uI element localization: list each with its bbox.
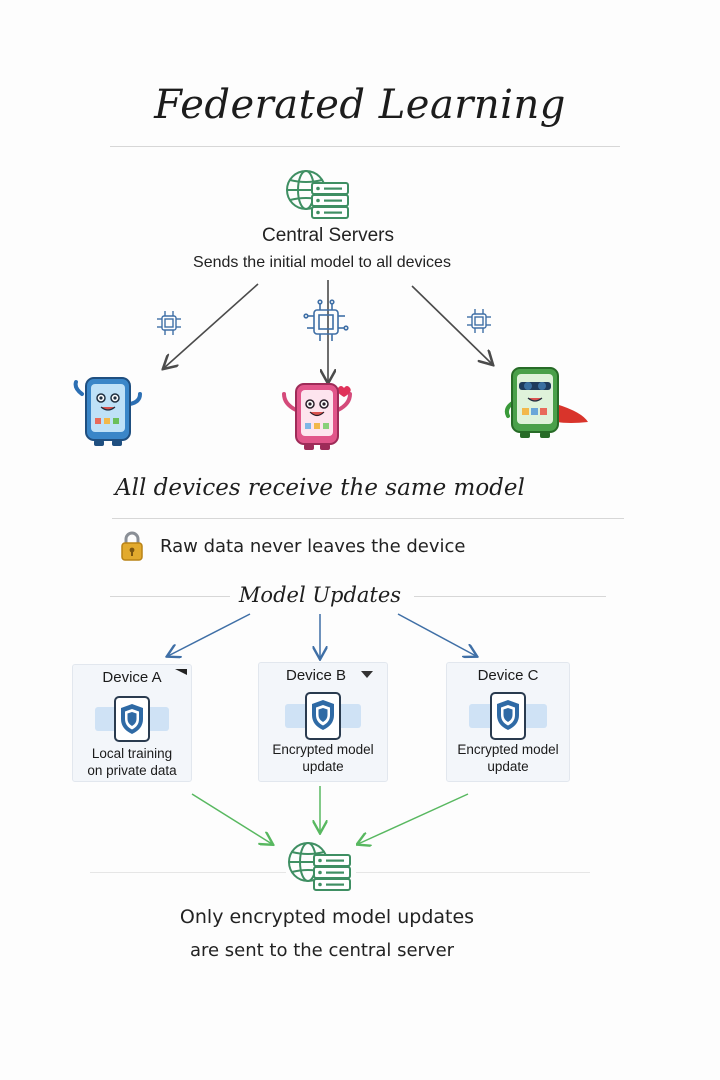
device-description-line2: update: [302, 759, 344, 774]
shield-device-icon: [469, 692, 547, 740]
device-description-line1: Encrypted model: [272, 742, 374, 757]
green-phone-superhero-mascot-icon: [504, 367, 588, 438]
device-card-a: Device A Local training on private data: [72, 664, 192, 782]
central-server-subtitle: Sends the initial model to all devices: [193, 254, 451, 271]
arrow-from-device-c: [358, 793, 469, 844]
model-update-arrows: [0, 613, 720, 666]
privacy-note: Raw data never leaves the device: [160, 536, 466, 557]
device-card-b: Device B Encrypted model update: [258, 662, 388, 782]
central-server-icon: [286, 170, 349, 219]
footer-line-2: are sent to the central server: [189, 940, 455, 961]
model-chip-icon: [467, 309, 491, 333]
device-label: Device C: [477, 667, 539, 684]
central-server-title: Central Servers: [262, 225, 394, 246]
device-card-c: Device C Encrypted model update: [446, 662, 570, 782]
device-description-line1: Local training: [91, 746, 173, 761]
shield-device-icon: [285, 692, 361, 740]
updates-divider-right: [414, 596, 606, 597]
central-server-icon: [286, 840, 356, 894]
device-description-line2: update: [487, 759, 529, 774]
model-updates-heading: Model Updates: [238, 583, 402, 607]
device-label: Device A: [102, 669, 162, 686]
device-label: Device B: [285, 667, 347, 684]
shield-device-icon: [95, 696, 169, 742]
device-description-line2: on private data: [87, 763, 177, 778]
pink-phone-mascot-icon: [282, 383, 352, 450]
arrow-from-device-a: [191, 793, 272, 844]
padlock-icon: [121, 531, 143, 561]
distribution-arrows: [0, 280, 720, 400]
arrow-to-device-a: [168, 613, 251, 656]
dropdown-arrow-icon: [361, 671, 373, 678]
blue-phone-mascot-icon: [73, 377, 142, 446]
model-chip-icon: [157, 311, 181, 335]
model-chip-icon: [303, 299, 349, 341]
arrow-to-device-c: [397, 613, 476, 656]
device-description-line1: Encrypted model: [457, 742, 559, 757]
section-divider: [112, 518, 624, 519]
distribution-caption: All devices receive the same model: [115, 475, 525, 501]
footer-line-1: Only encrypted model updates: [179, 906, 475, 928]
arrow-to-device-left: [164, 283, 259, 368]
diagram-title: Federated Learning: [154, 82, 566, 128]
arrow-to-device-right: [411, 285, 492, 364]
aggregation-arrows: [191, 786, 469, 852]
updates-divider-left: [110, 596, 230, 597]
title-divider: [110, 146, 620, 147]
corner-marker-icon: [175, 669, 187, 675]
